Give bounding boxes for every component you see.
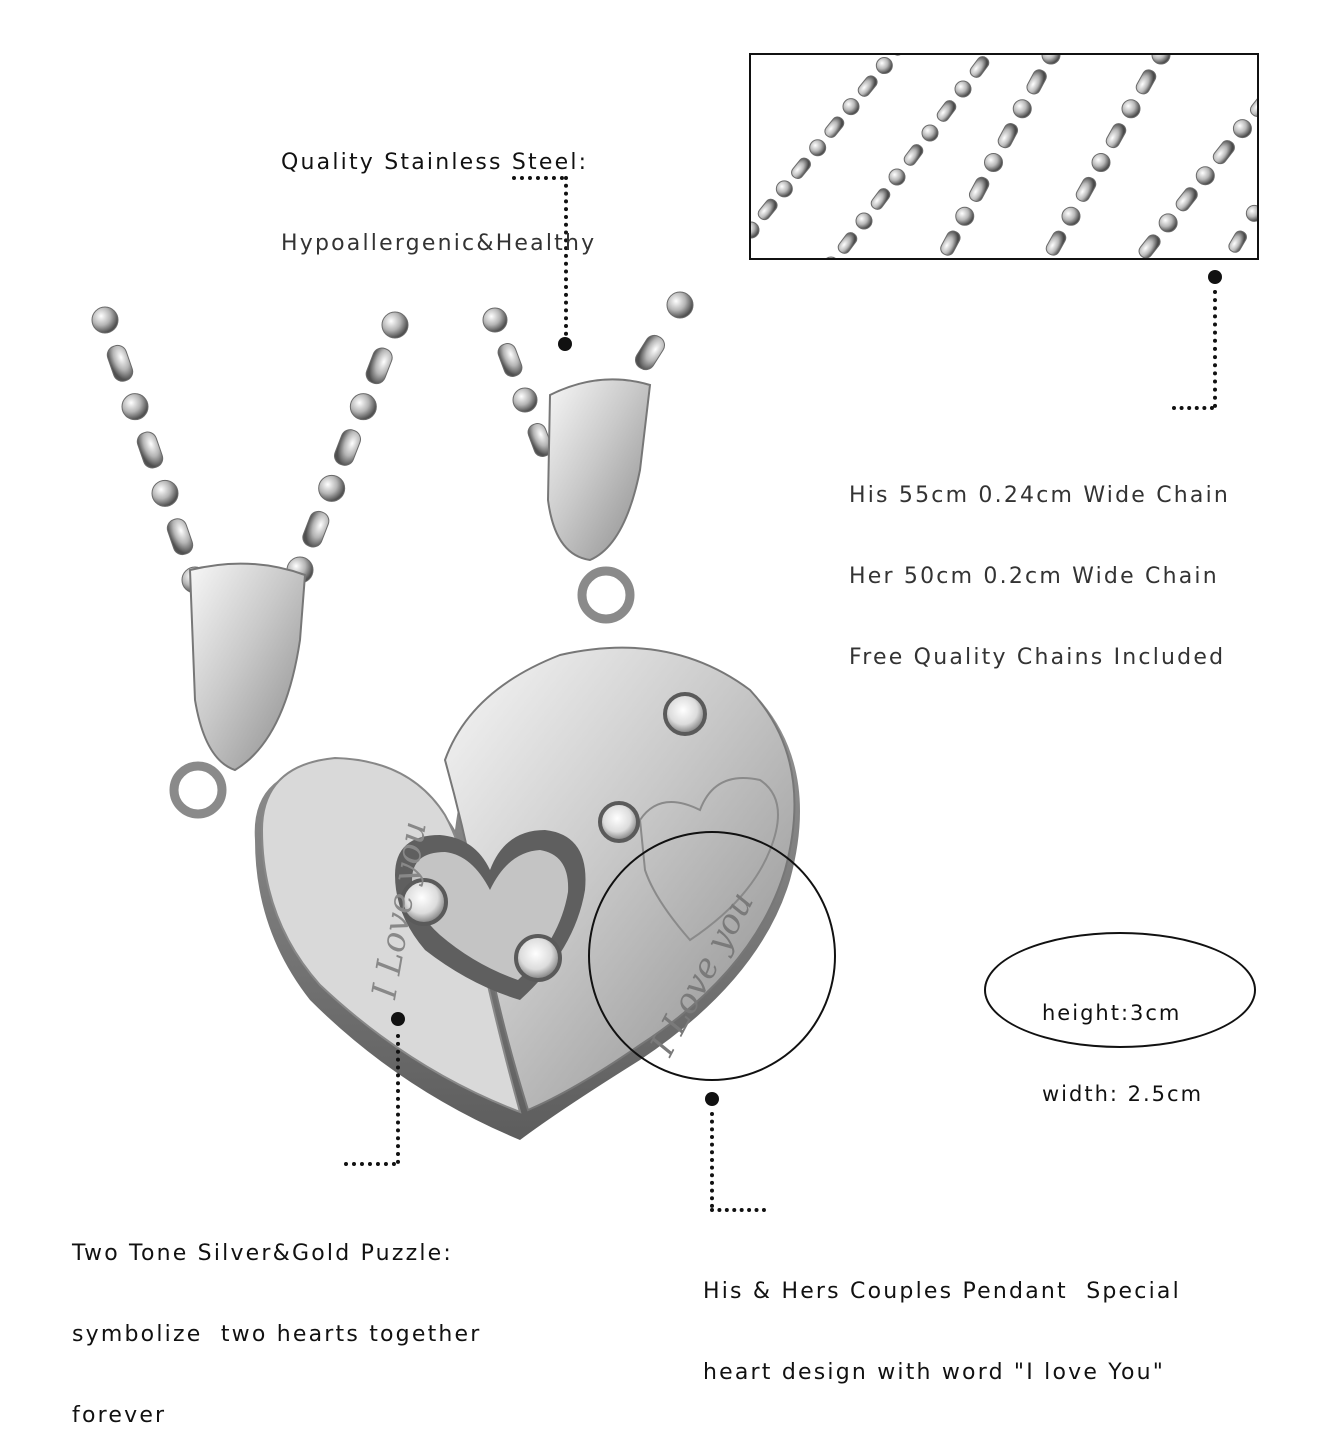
chain-ball [1195,166,1215,186]
chain-callout-leader-h [1172,406,1214,410]
chain-ball [512,387,538,413]
chain-ball [826,256,836,258]
chain-bar [166,518,194,556]
puzzle-caption-line2: symbolize two hearts together [72,1322,482,1347]
chain-bar [1228,230,1247,253]
crystal-stones [400,692,707,982]
puzzle-callout-leader-h [344,1162,396,1166]
chain-bar [634,334,666,371]
puzzle-caption-line1: Two Tone Silver&Gold Puzzle: [72,1241,453,1266]
design-caption: His & Hers Couples Pendant Special heart… [703,1224,1181,1413]
design-caption-line1: His & Hers Couples Pendant Special [703,1279,1181,1304]
chain-ball [855,212,873,230]
steel-callout-dot [558,337,572,351]
chain-ball [151,479,179,507]
chain-bar [106,344,134,382]
chain-callout-leader-v [1213,290,1217,408]
chain-bar [136,431,164,469]
chain-ball [1091,153,1111,172]
chain-bar [837,232,858,254]
dimension-height: height:3cm [1042,1001,1182,1025]
dimension-width: width: 2.5cm [1042,1082,1204,1106]
design-caption-line2: heart design with word "I love You" [703,1360,1166,1385]
chain-bar [940,230,961,256]
chain-closeup-inset [749,53,1259,260]
chain-bar [870,188,891,210]
right-bail [546,378,652,624]
ball-chain-strands [751,55,1257,258]
puzzle-caption: Two Tone Silver&Gold Puzzle: symbolize t… [72,1186,482,1456]
chain-bar [1075,176,1097,202]
chain-bar [968,176,990,202]
chain-ball [349,393,377,421]
puzzle-caption-line3: forever [72,1403,167,1428]
chain-ball [1061,206,1081,226]
chain-closeup-image [751,55,1257,258]
chain-ball [1121,99,1141,119]
chain-bar [302,510,330,548]
chain-caption: His 55cm 0.24cm Wide Chain Her 50cm 0.2c… [849,428,1230,698]
steel-caption: Quality Stainless Steel: Hypoallergenic&… [281,95,596,284]
chain-ball [1245,204,1257,222]
chain-ball [91,306,119,334]
steel-callout-leader-h [512,176,564,180]
left-bail [169,562,307,819]
chain-bar [1105,123,1127,149]
design-callout-leader-v [710,1112,714,1208]
chain-bar [969,56,990,78]
design-callout-leader-h [710,1208,766,1212]
chain-ball [809,139,827,157]
chain-bar [857,75,878,97]
chain-bar [936,100,957,122]
chain-bar [1026,69,1047,95]
chain-ball [482,307,508,333]
chain-ball [751,221,760,239]
steel-caption-sub: Hypoallergenic&Healthy [281,231,597,256]
chain-bar [791,157,811,180]
chain-bar [1138,234,1161,258]
steel-caption-title: Quality Stainless Steel: [281,150,589,175]
chain-ball [888,168,906,186]
chain-ball [1041,55,1061,65]
chain-bar [365,347,393,385]
chain-ball [1012,99,1032,119]
chain-bar [1135,69,1157,95]
chain-bar [997,123,1019,149]
chain-bar [1212,140,1235,165]
chain-ball [318,474,346,502]
puzzle-callout-leader-v [396,1034,400,1164]
chain-ball [842,98,860,116]
chain-ball [381,311,409,339]
chain-ball [955,206,975,226]
chain-ball [875,57,893,75]
chain-ball [1232,119,1252,139]
chain-caption-her: Her 50cm 0.2cm Wide Chain [849,564,1219,589]
puzzle-callout-dot [391,1012,405,1026]
chain-caption-free: Free Quality Chains Included [849,645,1226,670]
chain-bar [1045,230,1067,256]
steel-callout-leader-v [564,176,568,336]
chain-bar [903,144,924,166]
chain-ball [1158,213,1178,233]
chain-caption-his: His 55cm 0.24cm Wide Chain [849,483,1231,508]
dimensions-ellipse: height:3cm width: 2.5cm [984,932,1256,1106]
chain-ball [954,80,972,98]
design-callout-dot [705,1092,719,1106]
chain-bar [1175,187,1198,212]
chain-callout-dot [1208,270,1222,284]
chain-ball [1151,55,1171,65]
chain-ball [984,153,1003,172]
engraving-zoom-circle [588,831,836,1081]
chain-ball [775,180,793,198]
chain-bar [1249,92,1257,118]
chain-bar [497,343,523,377]
chain-ball [121,393,149,421]
chain-bar [757,198,778,221]
chain-ball [921,124,939,142]
chain-bar [334,429,361,466]
chain-ball [666,291,694,319]
dimensions-text: height:3cm width: 2.5cm [1042,946,1203,1162]
chain-bar [824,116,845,138]
